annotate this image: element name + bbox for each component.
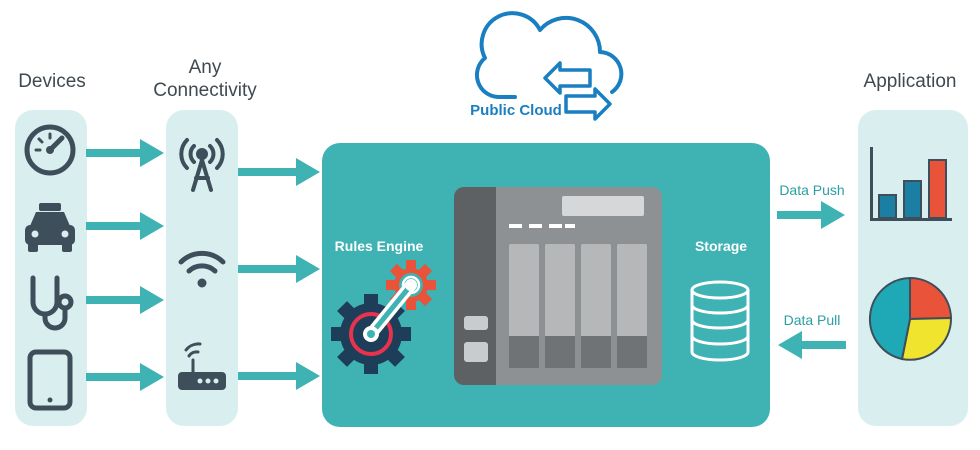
rules-engine-label: Rules Engine xyxy=(334,238,424,254)
bar-chart-icon xyxy=(870,147,952,221)
application-heading: Application xyxy=(863,71,957,92)
car-icon xyxy=(25,203,75,252)
data-push-arrow xyxy=(777,201,845,229)
data-pull-label: Data Pull xyxy=(783,312,841,328)
database-icon xyxy=(690,280,750,362)
router-icon xyxy=(178,342,226,390)
stethoscope-icon xyxy=(30,275,74,331)
storage-label: Storage xyxy=(694,238,748,254)
nas-device-icon xyxy=(454,187,662,385)
sync-arrows-icon xyxy=(543,61,612,121)
data-pull-arrow xyxy=(778,331,846,359)
antenna-icon xyxy=(179,138,225,192)
wifi-icon xyxy=(178,250,226,288)
application-panel xyxy=(858,110,968,426)
speedometer-icon xyxy=(24,124,76,176)
public-cloud-label: Public Cloud xyxy=(470,102,562,119)
devices-panel xyxy=(15,110,87,426)
device-arrows xyxy=(86,139,164,391)
cloud-icon xyxy=(474,11,624,99)
crank-arm-icon xyxy=(363,279,417,342)
tablet-icon xyxy=(27,349,73,411)
data-push-label: Data Push xyxy=(779,182,845,198)
connectivity-arrows xyxy=(238,158,320,390)
connectivity-heading: Any Connectivity xyxy=(153,57,257,101)
devices-heading: Devices xyxy=(18,71,86,92)
pie-chart-icon xyxy=(868,276,953,361)
